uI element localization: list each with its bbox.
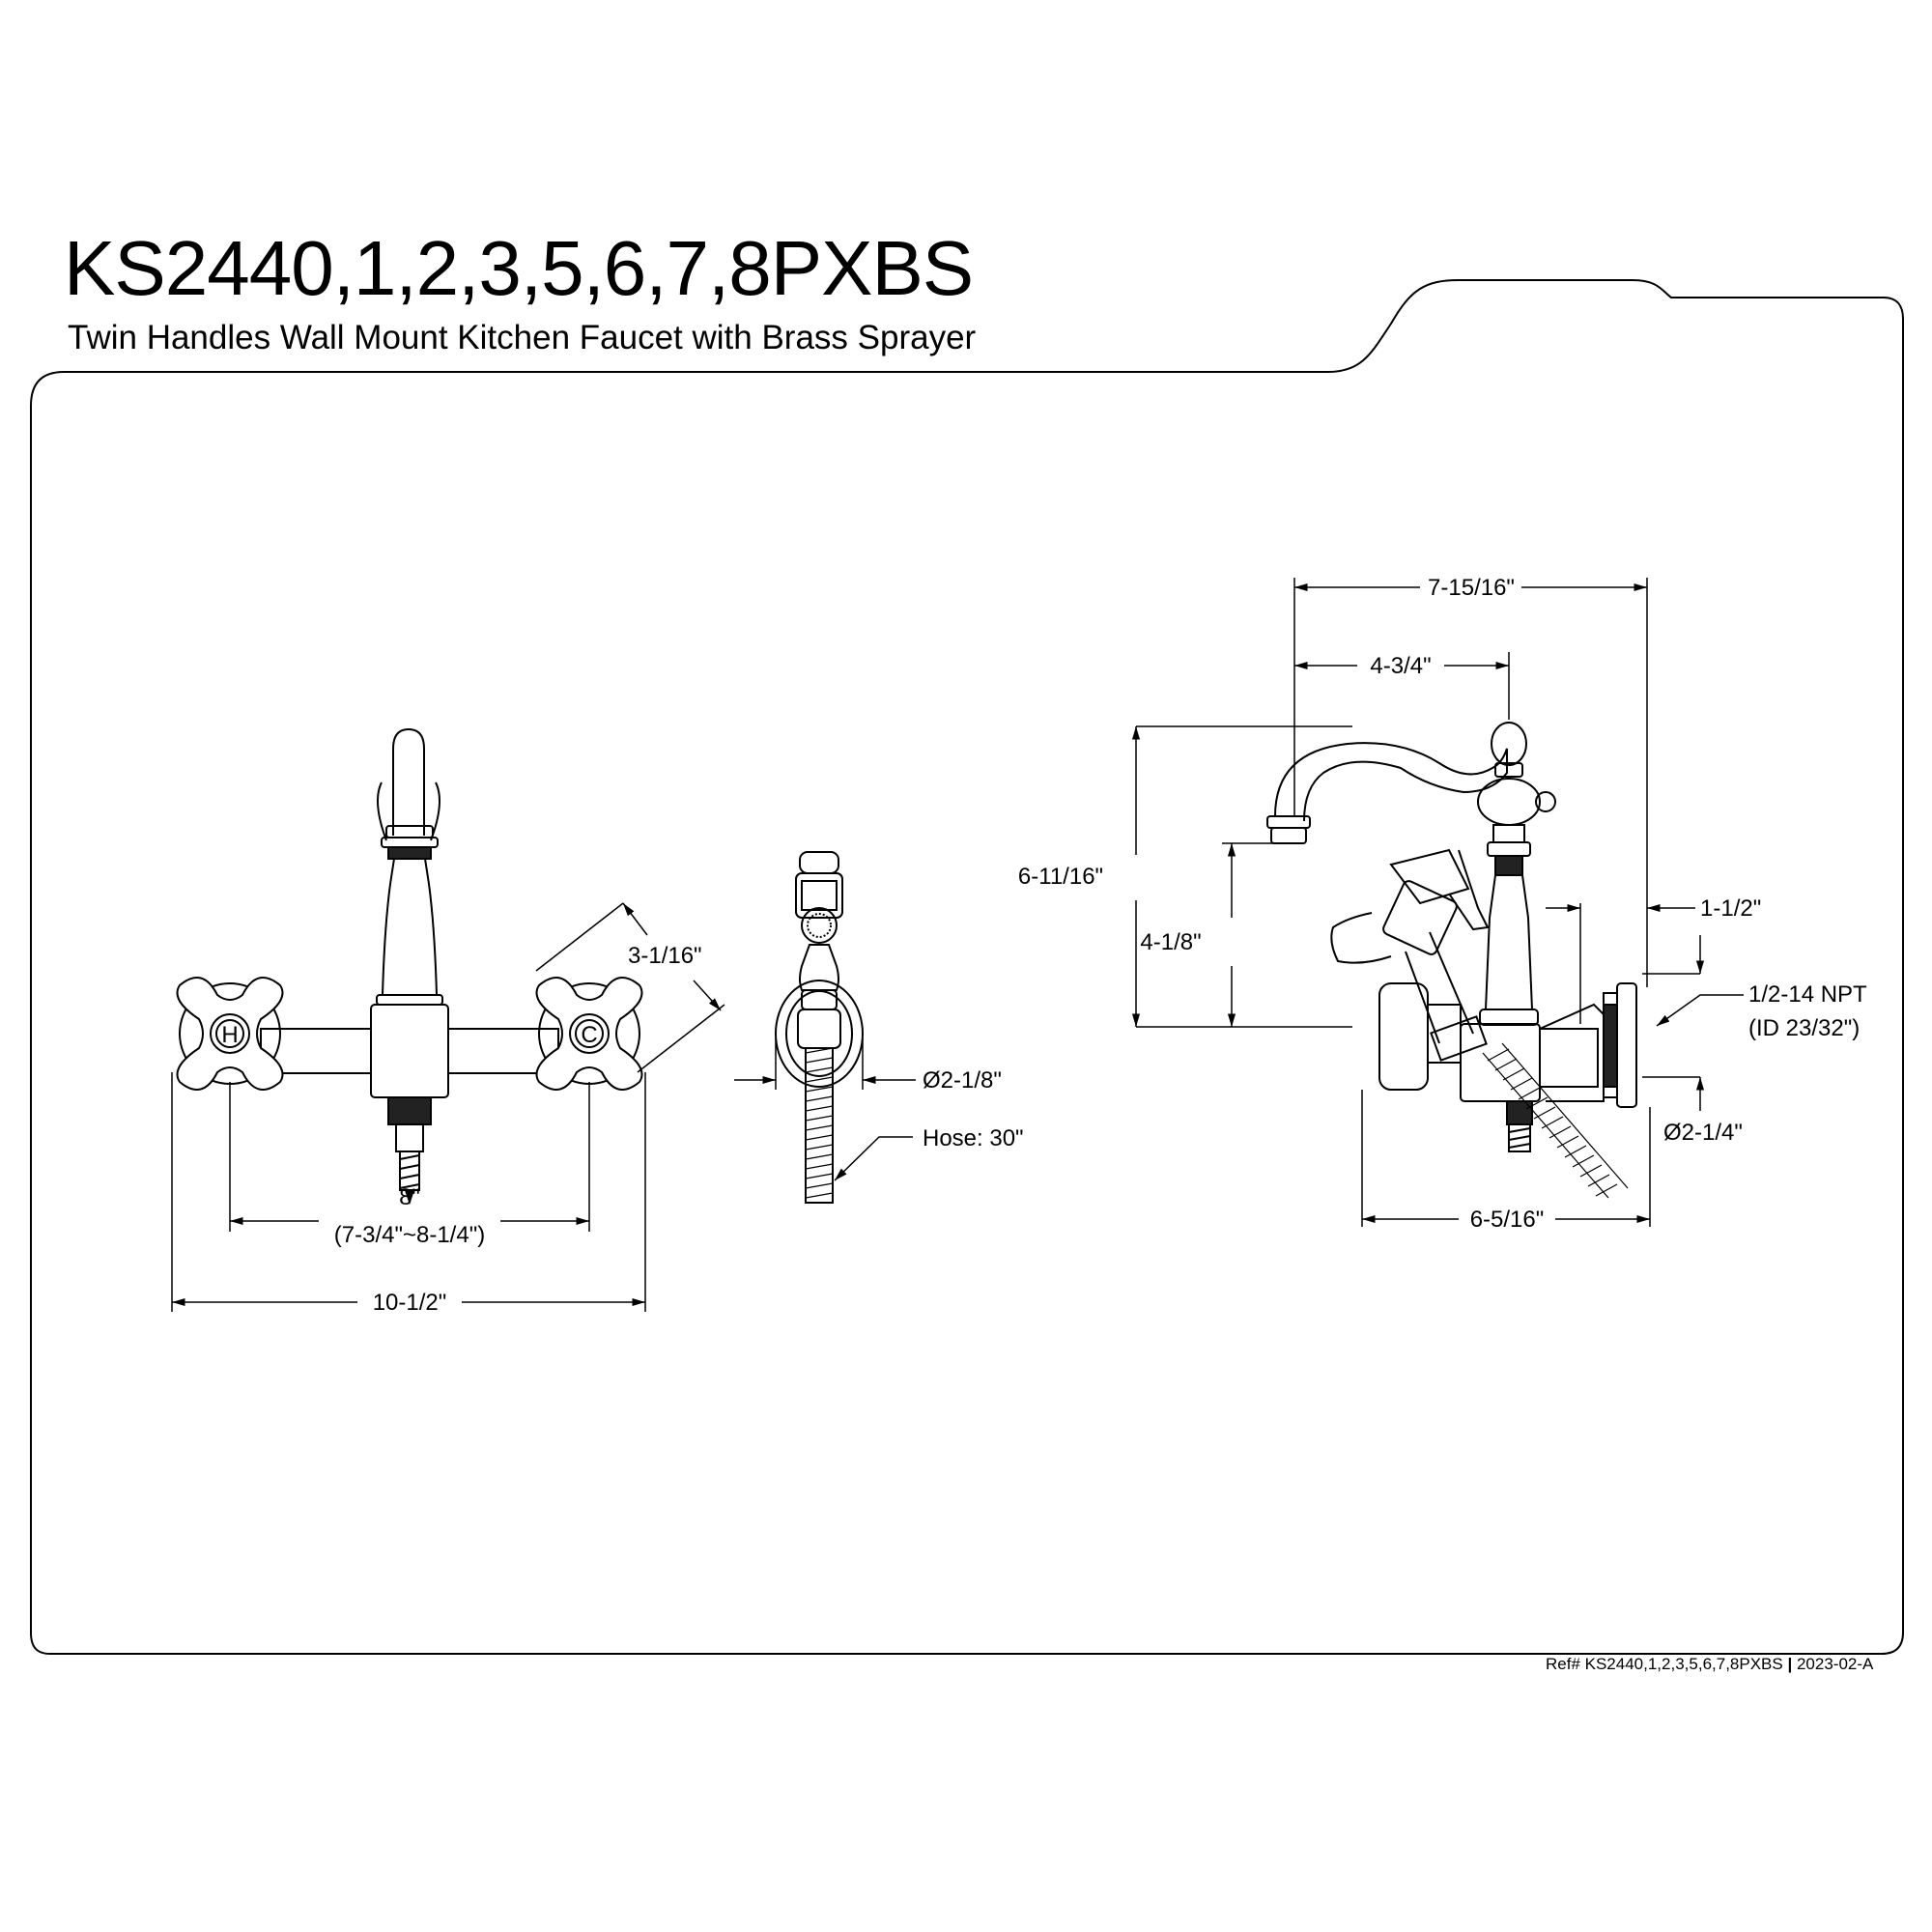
dim-overall-reach: 7-15/16" — [1428, 575, 1515, 601]
front-spout — [392, 727, 425, 836]
side-hose — [1482, 1042, 1629, 1199]
handle-cold-label: C — [581, 1022, 597, 1048]
page-subtitle: Twin Handles Wall Mount Kitchen Faucet w… — [68, 319, 977, 356]
sprayer-dimension-lines — [734, 1038, 916, 1181]
sprayer-view — [775, 851, 864, 1204]
dim-spout-height: 4-1/8" — [1140, 929, 1201, 955]
front-body — [370, 1004, 449, 1098]
sprayer-hose — [805, 1047, 834, 1199]
dim-flange-depth: 1-1/2" — [1700, 895, 1761, 922]
side-view — [1266, 722, 1637, 1152]
dim-thread-id: (ID 23/32") — [1748, 1015, 1860, 1041]
dim-projection: 6-5/16" — [1470, 1207, 1545, 1233]
dim-spout-reach: 4-3/4" — [1370, 653, 1431, 679]
page-title: KS2440,1,2,3,5,6,7,8PXBS — [64, 225, 974, 311]
side-dimension-lines — [1131, 578, 1744, 1227]
dim-thread: 1/2-14 NPT — [1748, 981, 1867, 1008]
ref-label: Ref# KS2440,1,2,3,5,6,7,8PXBS — [1546, 1655, 1783, 1673]
side-handle[interactable] — [1378, 982, 1429, 1091]
reference-number: Ref# KS2440,1,2,3,5,6,7,8PXBS | 2023-02-… — [1546, 1655, 1873, 1674]
dim-overall-height: 6-11/16" — [1018, 864, 1103, 890]
ref-revision: 2023-02-A — [1796, 1655, 1874, 1673]
front-dimension-lines — [171, 902, 725, 1312]
page-frame — [30, 279, 1904, 1655]
dim-handle-length: 3-1/16" — [628, 943, 702, 969]
dim-overall-width: 10-1/2" — [373, 1290, 447, 1316]
dim-hose-length: Hose: 30" — [923, 1125, 1024, 1151]
side-spout — [1274, 742, 1508, 822]
handle-hot-label: H — [221, 1022, 238, 1048]
dim-flange-diameter: Ø2-1/4" — [1663, 1120, 1743, 1146]
dim-centers-range: (7-3/4"~8-1/4") — [334, 1222, 485, 1248]
handle-cold[interactable] — [535, 977, 643, 1091]
sprayer-nozzle-icon — [801, 907, 838, 944]
dim-centers: 8" — [399, 1184, 420, 1210]
front-view — [176, 727, 643, 1206]
dim-sprayer-diameter: Ø2-1/8" — [923, 1067, 1002, 1094]
ref-separator: | — [1787, 1655, 1793, 1673]
